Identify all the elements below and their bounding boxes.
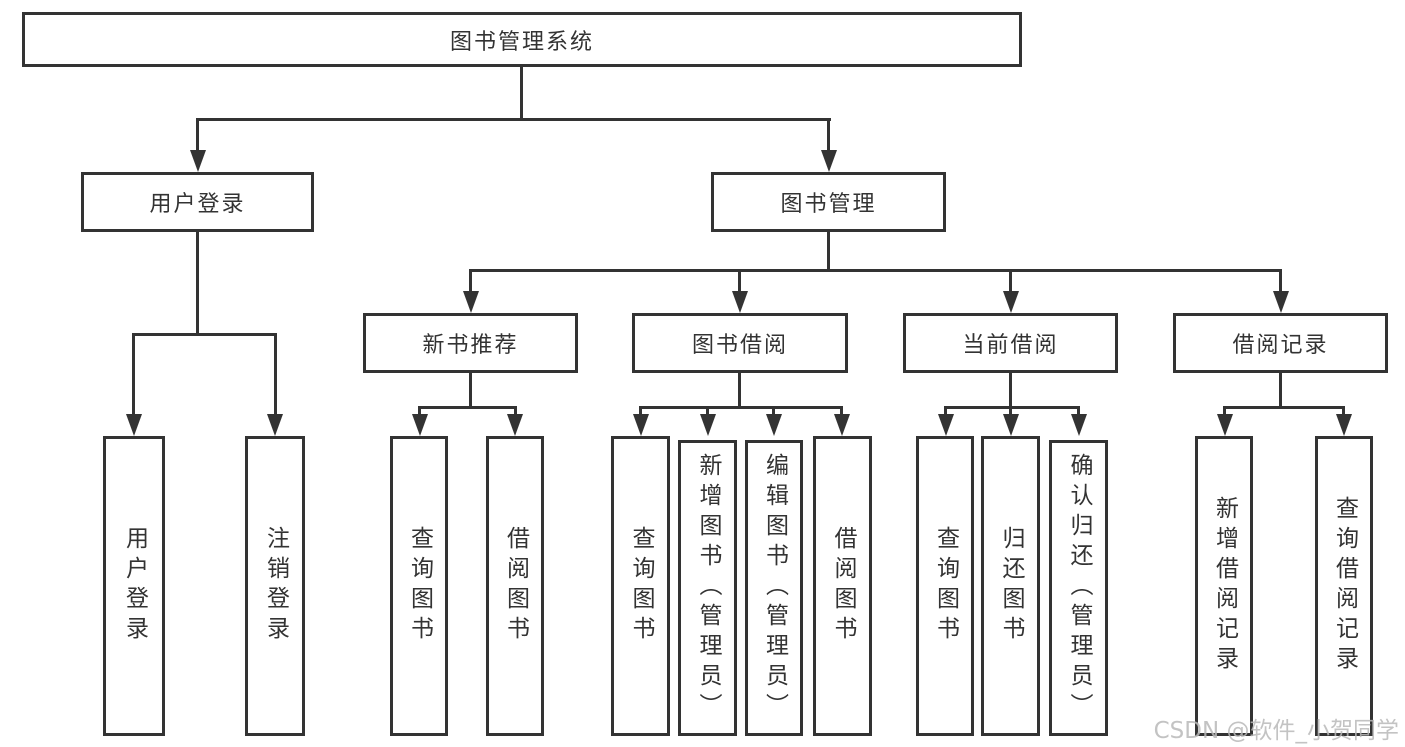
arrowhead-down-icon (463, 291, 479, 313)
arrowhead-down-icon (834, 414, 850, 436)
node-label: 归还图书 (998, 526, 1024, 646)
connector-line (1342, 406, 1345, 414)
leaf-borrow-books: 借阅图书 (813, 436, 872, 736)
connector-line (944, 406, 1080, 409)
connector-line (706, 406, 709, 414)
arrowhead-down-icon (1217, 414, 1233, 436)
leaf-edit-books-admin: 编辑图书（管理员） (745, 440, 803, 736)
connector-line (827, 232, 830, 272)
connector-line (132, 333, 277, 336)
connector-line (639, 406, 642, 414)
node-label: 查询图书 (932, 526, 959, 646)
connector-line (1077, 406, 1080, 414)
arrowhead-down-icon (700, 414, 716, 436)
connector-line (132, 333, 135, 414)
connector-line (1223, 406, 1226, 414)
connector-line (469, 373, 472, 409)
node-borrowing-records: 借阅记录 (1173, 313, 1388, 373)
arrowhead-down-icon (1003, 291, 1019, 313)
connector-line (514, 406, 517, 414)
node-label: 确认归还（管理员） (1066, 453, 1092, 723)
arrowhead-down-icon (1003, 414, 1019, 436)
connector-line (1223, 406, 1345, 409)
arrowhead-down-icon (190, 150, 206, 172)
node-label: 新增图书（管理员） (695, 453, 721, 723)
connector-line (1009, 406, 1012, 414)
connector-line (738, 269, 741, 293)
connector-line (469, 269, 1282, 272)
connector-line (274, 333, 277, 414)
node-label: 借阅记录 (1232, 333, 1329, 358)
arrowhead-down-icon (732, 291, 748, 313)
arrowhead-down-icon (267, 414, 283, 436)
arrowhead-down-icon (507, 414, 523, 436)
arrowhead-down-icon (1273, 291, 1289, 313)
arrowhead-down-icon (633, 414, 649, 436)
watermark: CSDN @软件_小贺同学 (1153, 718, 1399, 744)
node-book-management-branch: 图书管理 (711, 172, 946, 232)
leaf-add-borrow-record: 新增借阅记录 (1195, 436, 1253, 736)
node-label: 查询借阅记录 (1331, 496, 1358, 676)
leaf-query-books-recommend: 查询图书 (390, 436, 448, 736)
leaf-borrow-books-recommend: 借阅图书 (486, 436, 544, 736)
node-label: 图书管理系统 (449, 29, 594, 55)
node-library-management-system: 图书管理系统 (22, 12, 1022, 67)
connector-line (196, 232, 199, 336)
node-label: 查询图书 (406, 526, 433, 646)
arrowhead-down-icon (126, 414, 142, 436)
leaf-logout: 注销登录 (245, 436, 305, 736)
connector-line (1009, 269, 1012, 293)
arrowhead-down-icon (1071, 414, 1087, 436)
node-label: 当前借阅 (962, 333, 1059, 358)
leaf-query-borrow-record: 查询借阅记录 (1315, 436, 1373, 736)
leaf-query-books-current: 查询图书 (916, 436, 974, 736)
node-label: 借阅图书 (502, 526, 529, 646)
connector-line (772, 406, 775, 414)
arrowhead-down-icon (938, 414, 954, 436)
connector-line (639, 406, 843, 409)
arrowhead-down-icon (766, 414, 782, 436)
leaf-add-books-admin: 新增图书（管理员） (678, 440, 737, 736)
connector-line (418, 406, 421, 414)
arrowhead-down-icon (1336, 414, 1352, 436)
node-user-login-branch: 用户登录 (81, 172, 314, 232)
connector-line (1279, 269, 1282, 293)
arrowhead-down-icon (412, 414, 428, 436)
node-label: 注销登录 (262, 526, 289, 646)
connector-line (944, 406, 947, 414)
leaf-return-books: 归还图书 (981, 436, 1040, 736)
node-book-borrowing: 图书借阅 (632, 313, 848, 373)
connector-line (520, 67, 523, 120)
node-new-book-recommendation: 新书推荐 (363, 313, 578, 373)
connector-line (840, 406, 843, 414)
node-label: 编辑图书（管理员） (761, 453, 788, 723)
node-label: 用户登录 (121, 526, 148, 646)
node-current-borrowing: 当前借阅 (903, 313, 1118, 373)
node-label: 图书管理 (780, 192, 877, 217)
node-label: 新增借阅记录 (1211, 496, 1238, 676)
node-label: 查询图书 (628, 526, 654, 646)
connector-line (196, 118, 831, 121)
connector-line (469, 269, 472, 293)
connector-line (418, 406, 517, 409)
connector-line (196, 118, 199, 152)
leaf-query-books-borrowing: 查询图书 (611, 436, 670, 736)
connector-line (827, 118, 830, 152)
node-label: 用户登录 (149, 192, 246, 217)
node-label: 新书推荐 (422, 333, 519, 358)
connector-line (738, 373, 741, 409)
connector-line (1009, 373, 1012, 409)
node-label: 借阅图书 (830, 526, 856, 646)
leaf-confirm-return-admin: 确认归还（管理员） (1049, 440, 1108, 736)
node-label: 图书借阅 (691, 333, 788, 358)
arrowhead-down-icon (821, 150, 837, 172)
leaf-user-login: 用户登录 (103, 436, 165, 736)
connector-line (1279, 373, 1282, 409)
